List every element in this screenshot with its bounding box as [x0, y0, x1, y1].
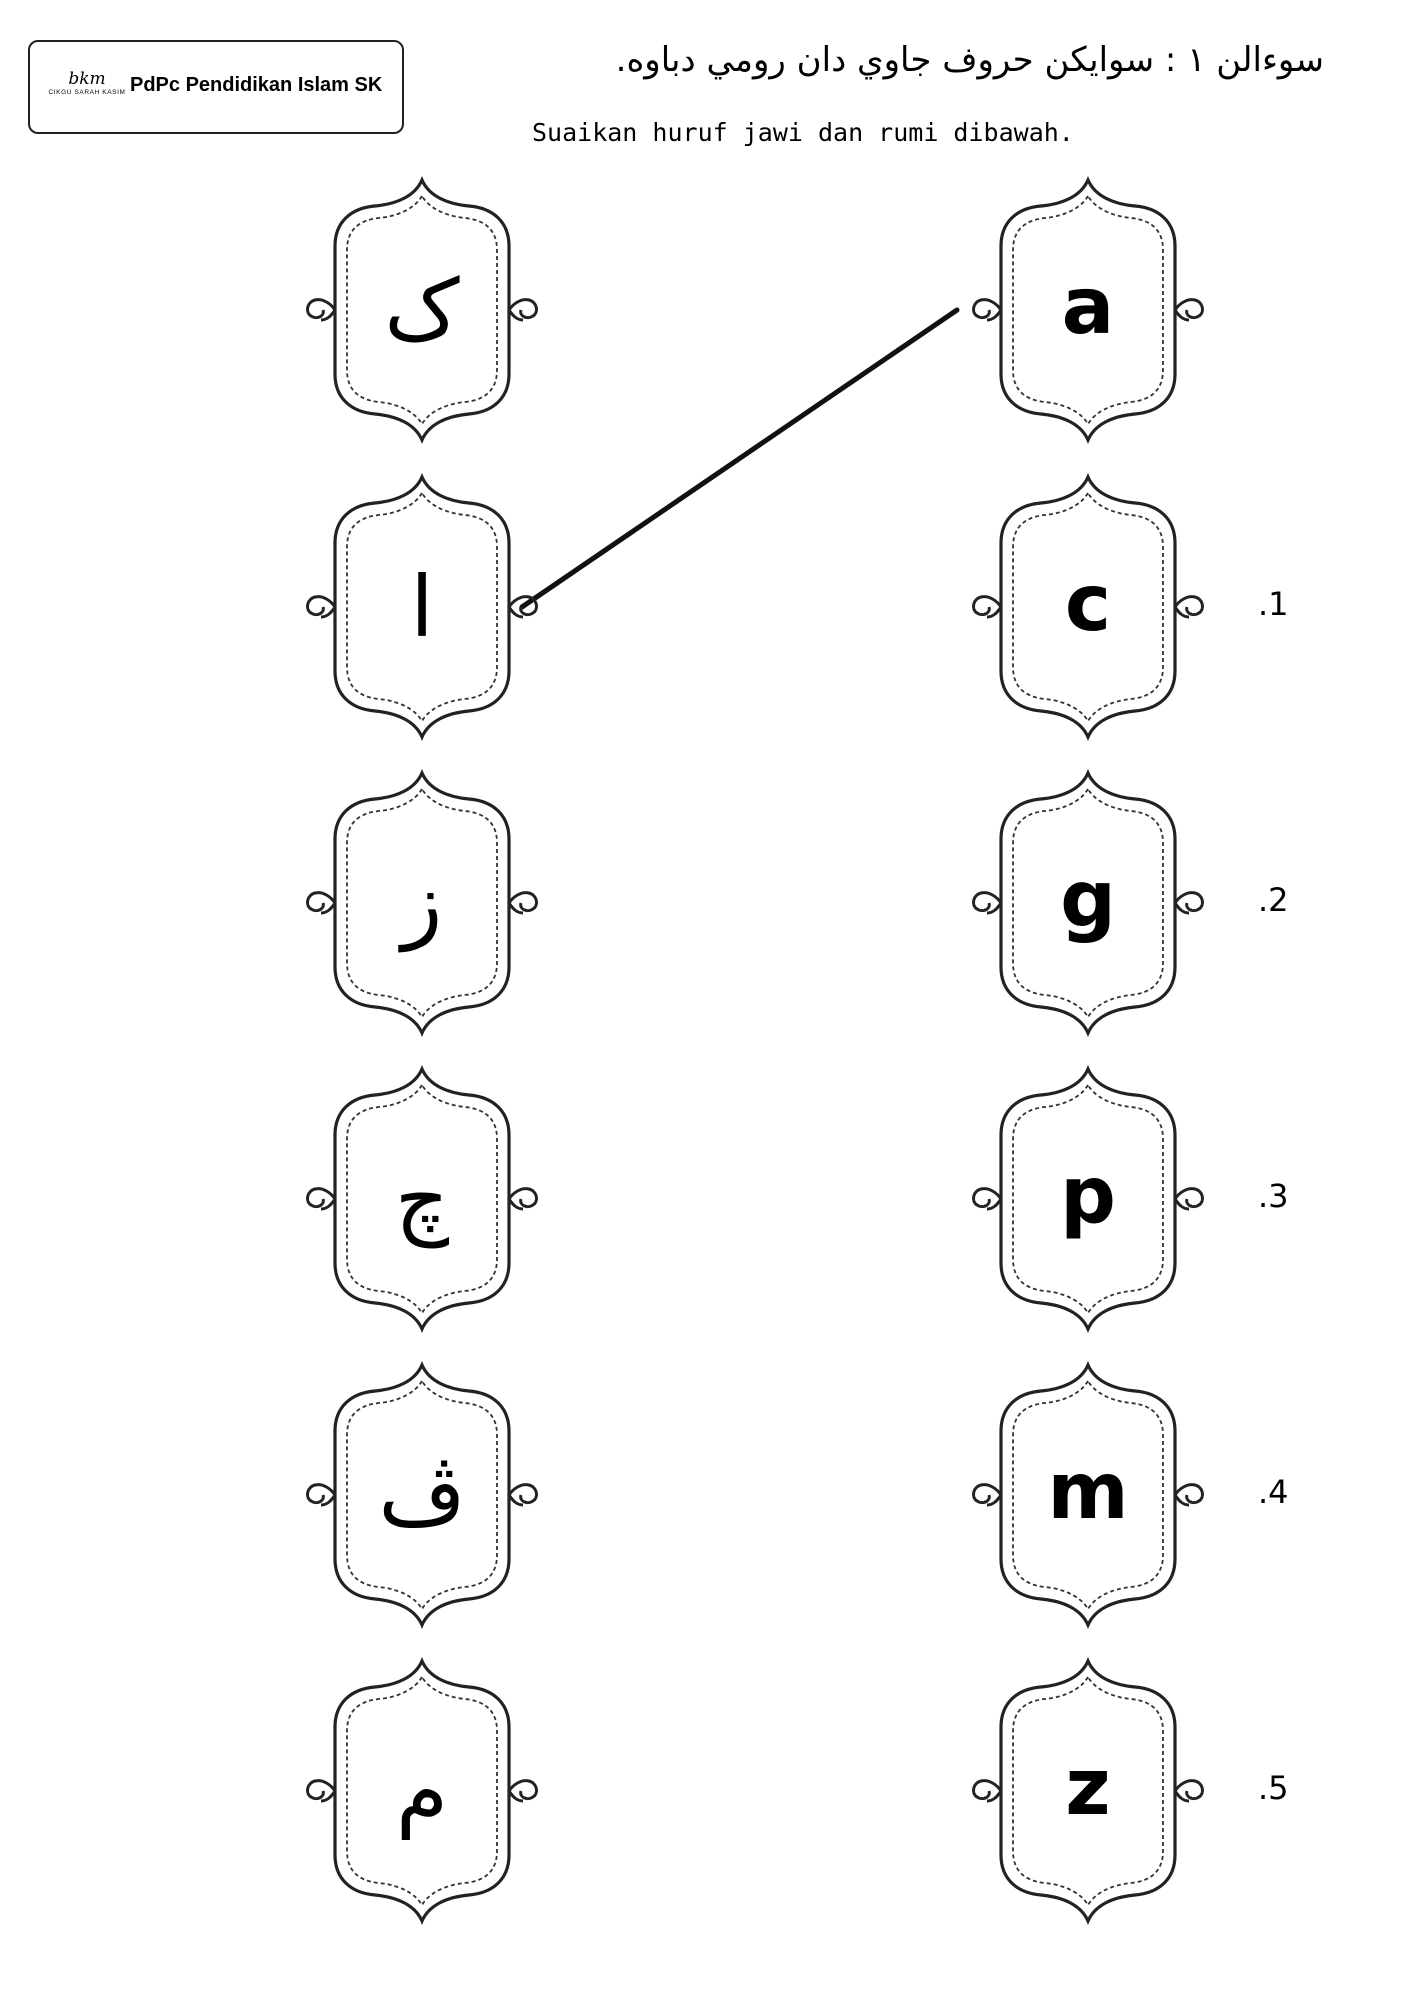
jawi-letter: چ: [394, 1150, 450, 1248]
rumi-letter-card[interactable]: z: [963, 1651, 1213, 1931]
jawi-letter: ک: [384, 261, 460, 359]
rumi-letter-card[interactable]: m: [963, 1355, 1213, 1635]
rumi-letter: z: [1065, 1743, 1111, 1833]
question-number: .3: [1258, 1177, 1289, 1215]
rumi-letter-card[interactable]: c: [963, 467, 1213, 747]
instruction-rumi: Suaikan huruf jawi dan rumi dibawah.: [532, 118, 1074, 147]
rumi-letter-card[interactable]: g: [963, 763, 1213, 1043]
jawi-letter: ز: [401, 854, 443, 952]
question-number: .4: [1258, 1473, 1289, 1511]
logo-script: bkm: [68, 69, 106, 89]
rumi-letter: g: [1060, 855, 1116, 945]
instruction-jawi: سوءالن ١ : سوايکن حروف جاوي دان رومي دبا…: [615, 40, 1324, 80]
logo-subtitle: CIKGU SARAH KASIM: [48, 89, 126, 96]
question-number: .5: [1258, 1769, 1289, 1807]
logo-box: bkm CIKGU SARAH KASIM PdPc Pendidikan Is…: [28, 40, 404, 134]
jawi-letter: م: [395, 1742, 448, 1840]
jawi-letter: ا: [410, 558, 434, 656]
rumi-letter-card[interactable]: p: [963, 1059, 1213, 1339]
rumi-letter: c: [1064, 559, 1112, 649]
jawi-letter-card[interactable]: م: [297, 1651, 547, 1931]
jawi-letter: ڤ: [378, 1446, 466, 1544]
rumi-letter: p: [1060, 1151, 1116, 1241]
jawi-letter-card[interactable]: چ: [297, 1059, 547, 1339]
jawi-letter-card[interactable]: ز: [297, 763, 547, 1043]
question-number: .2: [1258, 881, 1289, 919]
rumi-letter-card[interactable]: a: [963, 170, 1213, 450]
logo-mark: bkm CIKGU SARAH KASIM: [42, 70, 132, 97]
jawi-letter-card[interactable]: ا: [297, 467, 547, 747]
jawi-letter-card[interactable]: ک: [297, 170, 547, 450]
rumi-letter: a: [1061, 262, 1115, 352]
logo-title: PdPc Pendidikan Islam SK: [130, 74, 383, 96]
question-number: .1: [1258, 585, 1289, 623]
rumi-letter: m: [1047, 1447, 1129, 1537]
jawi-letter-card[interactable]: ڤ: [297, 1355, 547, 1635]
